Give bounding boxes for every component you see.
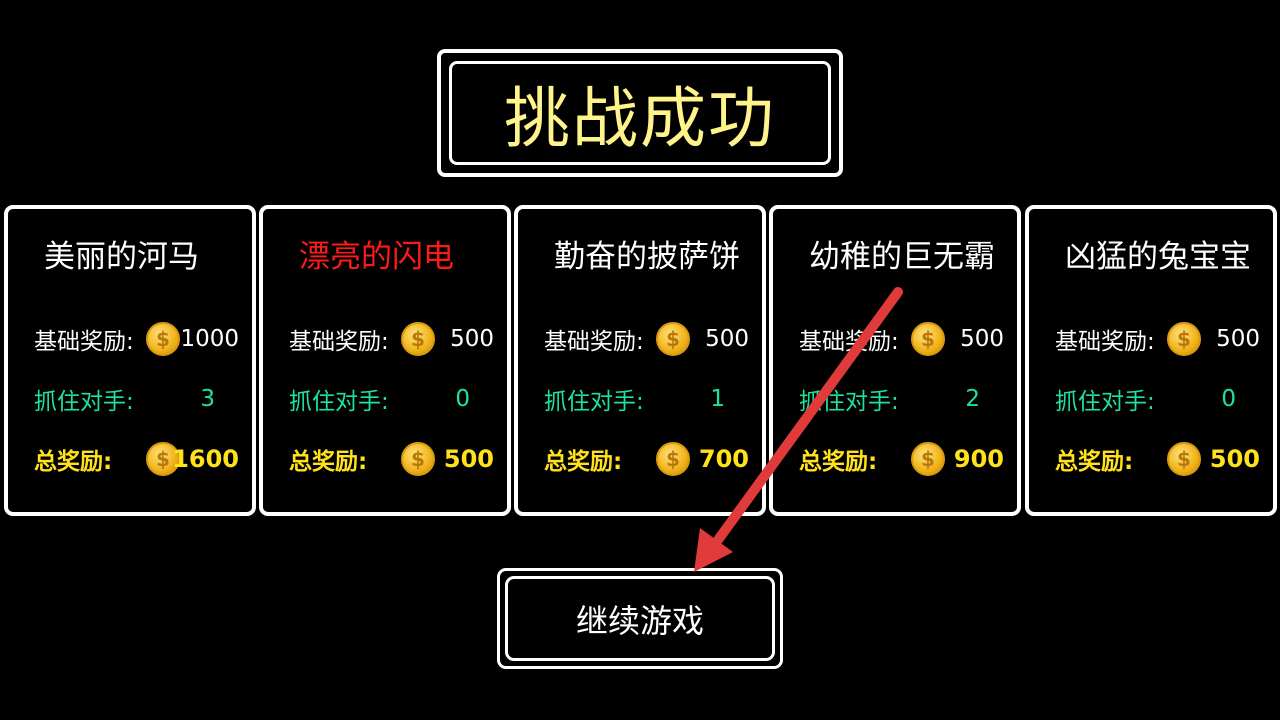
coin-icon: $ bbox=[911, 322, 945, 356]
caught-row: 抓住对手: 0 bbox=[289, 379, 494, 419]
coin-icon: $ bbox=[1167, 322, 1201, 356]
coin-icon: $ bbox=[1167, 442, 1201, 476]
player-name: 美丽的河马 bbox=[44, 239, 199, 275]
base-reward-label: 基础奖励: bbox=[799, 329, 899, 355]
player-name: 漂亮的闪电 bbox=[299, 239, 454, 275]
total-reward-value: 700 bbox=[698, 445, 749, 473]
caught-row: 抓住对手: 1 bbox=[544, 379, 749, 419]
base-reward-row: 基础奖励: $ 1000 bbox=[34, 319, 239, 359]
result-title-inner: 挑战成功 bbox=[449, 61, 831, 165]
total-reward-value: 900 bbox=[953, 445, 1004, 473]
caught-value: 0 bbox=[455, 386, 470, 412]
caught-row: 抓住对手: 3 bbox=[34, 379, 239, 419]
caught-value: 2 bbox=[965, 386, 980, 412]
coin-icon: $ bbox=[911, 442, 945, 476]
caught-row: 抓住对手: 2 bbox=[799, 379, 1004, 419]
total-reward-label: 总奖励: bbox=[1055, 449, 1134, 475]
total-reward-row: 总奖励: $ 1600 bbox=[34, 439, 239, 479]
total-reward-row: 总奖励: $ 900 bbox=[799, 439, 1004, 479]
total-reward-label: 总奖励: bbox=[544, 449, 623, 475]
coin-icon: $ bbox=[401, 442, 435, 476]
continue-game-button[interactable]: 继续游戏 bbox=[497, 568, 783, 669]
base-reward-row: 基础奖励: $ 500 bbox=[799, 319, 1004, 359]
coin-icon: $ bbox=[146, 322, 180, 356]
player-name: 幼稚的巨无霸 bbox=[809, 239, 995, 275]
total-reward-label: 总奖励: bbox=[34, 449, 113, 475]
total-reward-row: 总奖励: $ 500 bbox=[289, 439, 494, 479]
caught-label: 抓住对手: bbox=[799, 389, 899, 415]
total-reward-row: 总奖励: $ 700 bbox=[544, 439, 749, 479]
base-reward-label: 基础奖励: bbox=[544, 329, 644, 355]
player-card: 漂亮的闪电 基础奖励: $ 500 抓住对手: 0 总奖励: $ 500 bbox=[259, 205, 511, 516]
total-reward-value: 500 bbox=[1209, 445, 1260, 473]
player-card: 凶猛的兔宝宝 基础奖励: $ 500 抓住对手: 0 总奖励: $ 500 bbox=[1025, 205, 1277, 516]
base-reward-value: 500 bbox=[960, 326, 1004, 352]
coin-icon: $ bbox=[656, 322, 690, 356]
caught-label: 抓住对手: bbox=[1055, 389, 1155, 415]
coin-icon: $ bbox=[401, 322, 435, 356]
coin-icon: $ bbox=[146, 442, 180, 476]
result-title: 挑战成功 bbox=[504, 80, 776, 157]
base-reward-value: 1000 bbox=[180, 326, 239, 352]
base-reward-label: 基础奖励: bbox=[34, 329, 134, 355]
caught-value: 3 bbox=[200, 386, 215, 412]
total-reward-label: 总奖励: bbox=[289, 449, 368, 475]
continue-game-label[interactable]: 继续游戏 bbox=[505, 576, 775, 661]
player-name: 凶猛的兔宝宝 bbox=[1065, 239, 1251, 275]
caught-value: 0 bbox=[1221, 386, 1236, 412]
base-reward-value: 500 bbox=[450, 326, 494, 352]
caught-label: 抓住对手: bbox=[289, 389, 389, 415]
total-reward-value: 500 bbox=[443, 445, 494, 473]
total-reward-row: 总奖励: $ 500 bbox=[1055, 439, 1260, 479]
base-reward-value: 500 bbox=[705, 326, 749, 352]
base-reward-row: 基础奖励: $ 500 bbox=[1055, 319, 1260, 359]
player-name: 勤奋的披萨饼 bbox=[554, 239, 740, 275]
player-card: 勤奋的披萨饼 基础奖励: $ 500 抓住对手: 1 总奖励: $ 700 bbox=[514, 205, 766, 516]
base-reward-label: 基础奖励: bbox=[1055, 329, 1155, 355]
base-reward-label: 基础奖励: bbox=[289, 329, 389, 355]
caught-value: 1 bbox=[710, 386, 725, 412]
base-reward-row: 基础奖励: $ 500 bbox=[289, 319, 494, 359]
total-reward-value: 1600 bbox=[172, 445, 239, 473]
total-reward-label: 总奖励: bbox=[799, 449, 878, 475]
caught-row: 抓住对手: 0 bbox=[1055, 379, 1260, 419]
coin-icon: $ bbox=[656, 442, 690, 476]
result-title-panel: 挑战成功 bbox=[437, 49, 843, 177]
caught-label: 抓住对手: bbox=[544, 389, 644, 415]
base-reward-row: 基础奖励: $ 500 bbox=[544, 319, 749, 359]
player-card: 美丽的河马 基础奖励: $ 1000 抓住对手: 3 总奖励: $ 1600 bbox=[4, 205, 256, 516]
caught-label: 抓住对手: bbox=[34, 389, 134, 415]
player-card: 幼稚的巨无霸 基础奖励: $ 500 抓住对手: 2 总奖励: $ 900 bbox=[769, 205, 1021, 516]
base-reward-value: 500 bbox=[1216, 326, 1260, 352]
